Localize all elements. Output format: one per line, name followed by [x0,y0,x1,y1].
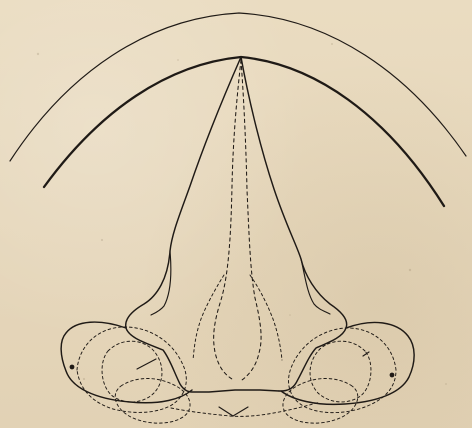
paper-speck [37,53,39,55]
paper-speck [445,383,447,385]
central-dashed-column-left [214,60,241,379]
left-dot-marker [70,365,75,370]
inner-arc [44,57,444,206]
left-lower-dashed-loop [102,341,162,402]
paper-speck [289,314,291,316]
right-lobe [281,322,414,404]
left-short-stroke [137,359,156,369]
paper-speck [177,59,179,61]
right-dot-marker [390,373,395,378]
right-upper-wing [241,57,347,391]
bottom-center-notch [219,407,248,416]
left-upper-wing [126,57,279,392]
left-fin [151,251,171,315]
paper-speck [331,43,333,45]
right-fin [301,259,330,314]
right-lower-dashed-loop [310,341,371,402]
right-dashed-contour [289,328,396,413]
left-lobe [61,322,192,403]
paper-speck [409,269,411,271]
paper-speckles [37,43,447,385]
paper-speck [101,239,103,241]
paper-speck [83,378,85,380]
right-inner-dashed-arc [250,275,282,360]
bottom-dashed-crossing [171,402,320,416]
left-inner-dashed-arc [193,275,224,360]
left-bottom-dashed-loop [115,379,190,424]
